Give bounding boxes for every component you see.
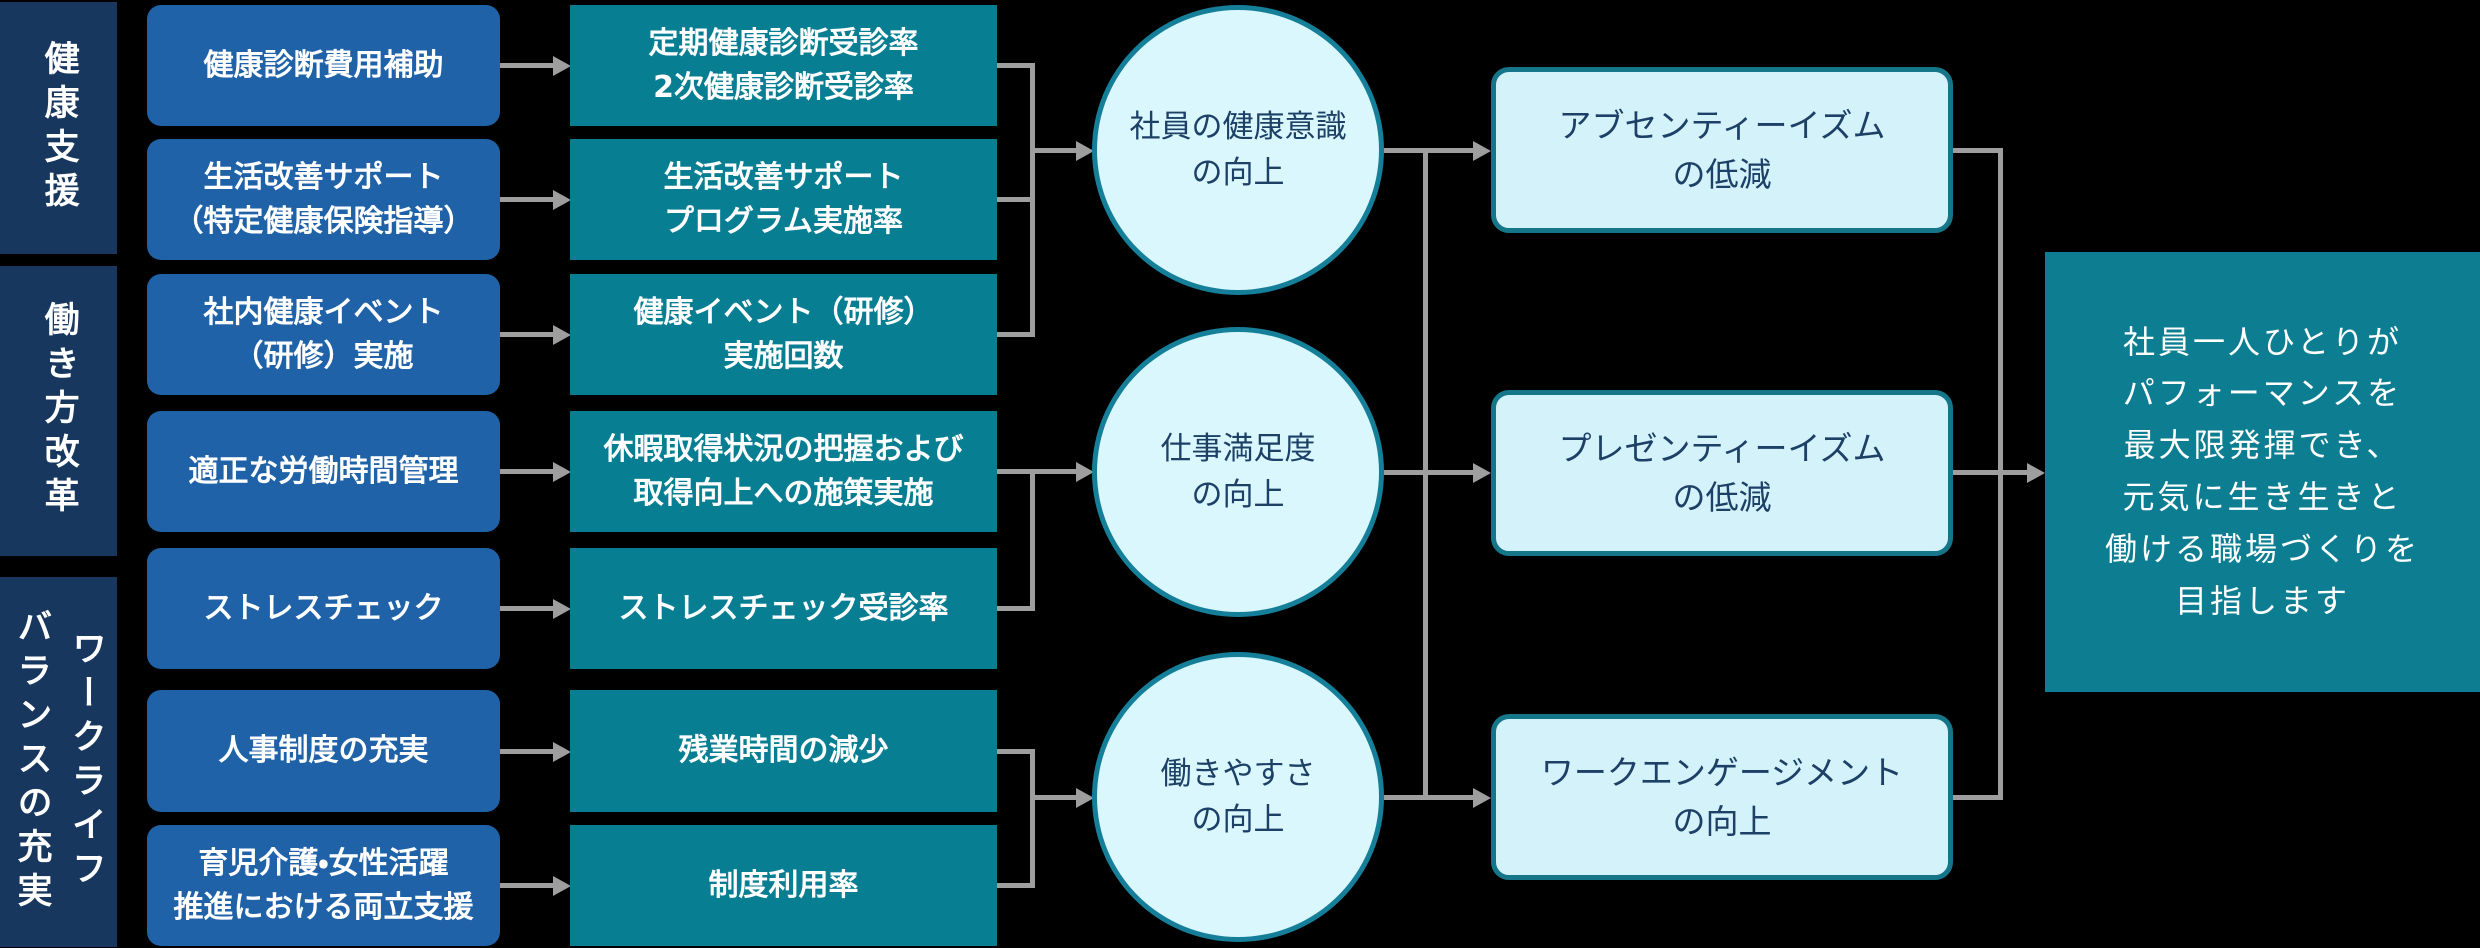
goal-bracket-vertical xyxy=(1998,148,2003,800)
bracket1-stub-k1 xyxy=(997,63,1035,68)
measure-box-2: 生活改善サポート （特定健康保険指導） xyxy=(147,139,500,260)
arrowhead-impact-3 xyxy=(1473,788,1491,808)
bracket2-stub-k5 xyxy=(997,606,1035,611)
kpi-box-3: 健康イベント（研修） 実施回数 xyxy=(570,274,997,395)
goal-bracket-stub-i3 xyxy=(1953,795,2003,800)
kpi-box-2: 生活改善サポート プログラム実施率 xyxy=(570,139,997,260)
outcome-circle-1: 社員の健康意識 の向上 xyxy=(1092,5,1384,295)
connector-o1-i1 xyxy=(1384,148,1473,153)
goal-box: 社員一人ひとりが パフォーマンスを 最大限発揮でき、 元気に生き生きと 働ける職… xyxy=(2045,252,2480,692)
bracket3-stub-k6 xyxy=(997,749,1035,754)
category-worklife-balance: ワークライフ バランスの充実 xyxy=(0,577,117,947)
bracket2-out-line xyxy=(997,469,1076,474)
bracket1-stub-k3 xyxy=(997,332,1035,337)
measure-box-3: 社内健康イベント （研修）実施 xyxy=(147,274,500,395)
bracket2-vertical xyxy=(1030,469,1035,611)
arrowhead-m5-k5 xyxy=(553,599,571,619)
connector-m4-k4 xyxy=(500,469,553,474)
bracket3-vertical xyxy=(1030,749,1035,888)
arrowhead-m6-k6 xyxy=(553,742,571,762)
kpi-box-5: ストレスチェック受診率 xyxy=(570,548,997,669)
arrowhead-impact-1 xyxy=(1473,141,1491,161)
measure-box-6: 人事制度の充実 xyxy=(147,690,500,812)
connector-m7-k7 xyxy=(500,883,553,888)
bracket1-out-line xyxy=(1030,148,1076,153)
arrowhead-outcome-2 xyxy=(1076,462,1094,482)
arrowhead-goal xyxy=(2027,463,2045,483)
arrowhead-outcome-1 xyxy=(1076,141,1094,161)
arrowhead-m4-k4 xyxy=(553,462,571,482)
measure-box-5: ストレスチェック xyxy=(147,548,500,669)
goal-bracket-out-line xyxy=(1953,470,2027,475)
bracket1-vertical xyxy=(1030,63,1035,337)
connector-o2-i2 xyxy=(1384,470,1473,475)
kpi-box-1: 定期健康診断受診率 2次健康診断受診率 xyxy=(570,5,997,126)
kpi-box-4: 休暇取得状況の把握および 取得向上への施策実施 xyxy=(570,411,997,532)
impact-box-2: プレゼンティーイズム の低減 xyxy=(1491,390,1953,556)
measure-box-7: 育児介護・女性活躍 推進における両立支援 xyxy=(147,825,500,946)
outcome-circle-2: 仕事満足度 の向上 xyxy=(1092,327,1384,617)
connector-o3-i3 xyxy=(1384,795,1473,800)
measure-box-1: 健康診断費用補助 xyxy=(147,5,500,126)
impact-box-1: アブセンティーイズム の低減 xyxy=(1491,67,1953,233)
arrowhead-m1-k1 xyxy=(553,56,571,76)
connector-m1-k1 xyxy=(500,63,553,68)
outcome-circle-3: 働きやすさ の向上 xyxy=(1092,652,1384,942)
measure-box-4: 適正な労働時間管理 xyxy=(147,411,500,532)
connector-m5-k5 xyxy=(500,606,553,611)
goal-bracket-stub-i1 xyxy=(1953,148,2003,153)
arrowhead-m7-k7 xyxy=(553,876,571,896)
connector-m2-k2 xyxy=(500,197,553,202)
impact-box-3: ワークエンゲージメント の向上 xyxy=(1491,714,1953,880)
arrowhead-m2-k2 xyxy=(553,190,571,210)
bracket3-stub-k7 xyxy=(997,883,1035,888)
arrowhead-impact-2 xyxy=(1473,463,1491,483)
kpi-box-7: 制度利用率 xyxy=(570,825,997,946)
bracket3-out-line xyxy=(1030,795,1076,800)
outcome-impact-bus-vertical xyxy=(1423,148,1428,800)
arrowhead-m3-k3 xyxy=(553,325,571,345)
bracket1-stub-k2 xyxy=(997,197,1035,202)
category-workstyle-reform: 働き方改革 xyxy=(0,266,117,556)
category-health-support: 健康支援 xyxy=(0,2,117,254)
connector-m3-k3 xyxy=(500,332,553,337)
arrowhead-outcome-3 xyxy=(1076,788,1094,808)
kpi-box-6: 残業時間の減少 xyxy=(570,690,997,812)
connector-m6-k6 xyxy=(500,749,553,754)
